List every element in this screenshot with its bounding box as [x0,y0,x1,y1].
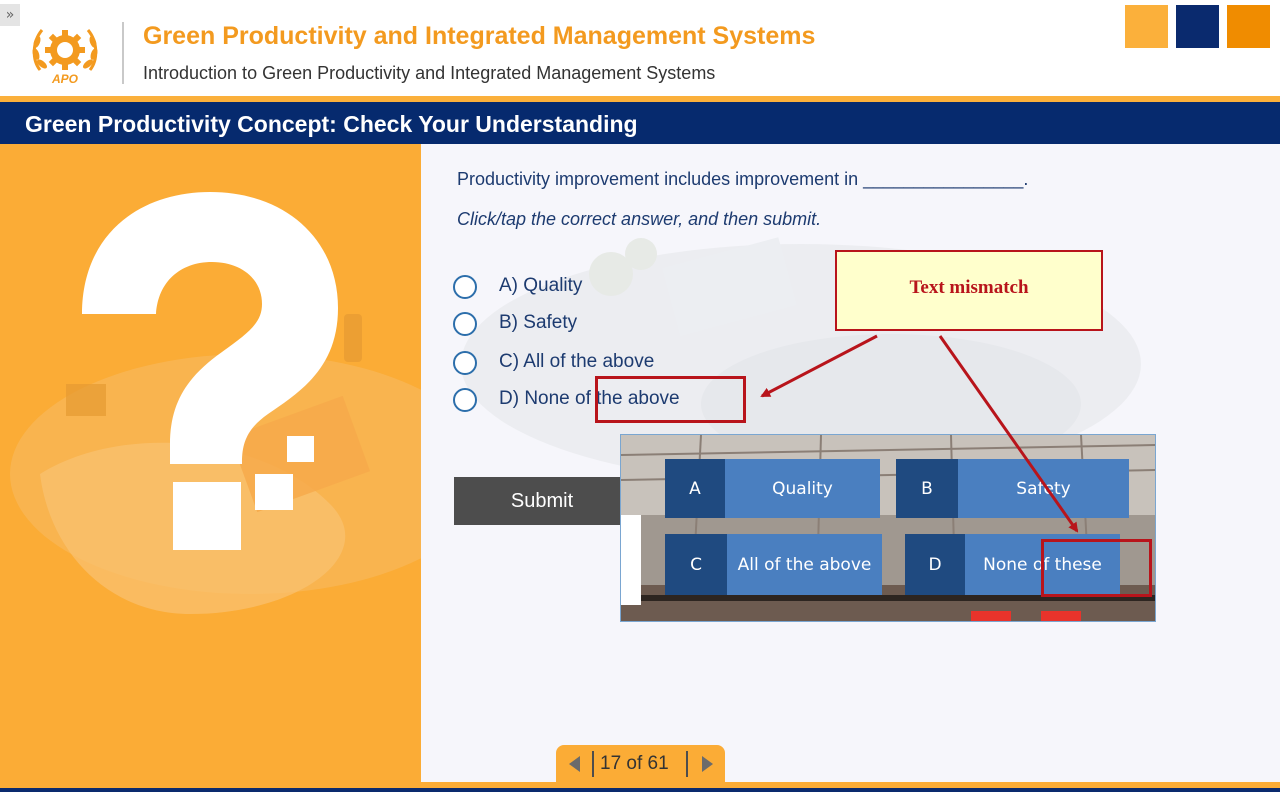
tile-d-letter: D [905,534,965,595]
tile-a-letter: A [665,459,725,518]
page-indicator: 17 of 61 [600,753,669,774]
question-text: Productivity improvement includes improv… [457,169,1029,189]
footer-orange-bar [0,782,1280,792]
left-graphic-panel [0,144,421,782]
submit-button[interactable]: Submit [454,477,630,525]
option-a-label[interactable]: A) Quality [499,275,583,296]
logo-text: APO [51,72,79,86]
footer-navy-rule [0,788,1280,792]
accent-square-navy [1176,5,1219,48]
slide-title: Green Productivity Concept: Check Your U… [25,111,638,137]
option-a-radio[interactable] [453,275,477,299]
option-d-label[interactable]: D) None of the above [499,388,680,409]
triangle-left-icon[interactable] [566,755,584,773]
tile-c-letter: C [665,534,727,595]
apo-logo: APO [32,29,98,86]
question-mark-icon [10,192,421,614]
slide-title-bar [0,102,1280,144]
option-c-radio[interactable] [453,351,477,375]
annotation-callout: Text mismatch [835,250,1103,331]
tile-b-letter: B [896,459,958,518]
accent-square-light-orange [1125,5,1168,48]
highlight-box-option-d [595,376,746,423]
header-divider [122,22,124,84]
instruction-text: Click/tap the correct answer, and then s… [457,209,822,229]
header-orange-rule [0,96,1280,102]
tile-b-text: Safety [958,459,1129,518]
highlight-box-tile-d [1041,539,1152,597]
accent-square-orange [1227,5,1270,48]
tile-a-text: Quality [725,459,880,518]
nav-separator-right [686,751,688,777]
callout-text: Text mismatch [909,276,1029,298]
slide-navigation: 17 of 61 [556,745,725,782]
menu-toggle-button[interactable]: » [0,4,20,26]
option-d-radio[interactable] [453,388,477,412]
course-title: Green Productivity and Integrated Manage… [143,22,816,50]
course-subtitle: Introduction to Green Productivity and I… [143,63,716,83]
nav-separator-left [592,751,594,777]
option-c-label[interactable]: C) All of the above [499,351,655,372]
triangle-right-icon[interactable] [698,755,716,773]
option-b-radio[interactable] [453,312,477,336]
option-b-label[interactable]: B) Safety [499,312,578,333]
tile-c-text: All of the above [727,534,882,595]
